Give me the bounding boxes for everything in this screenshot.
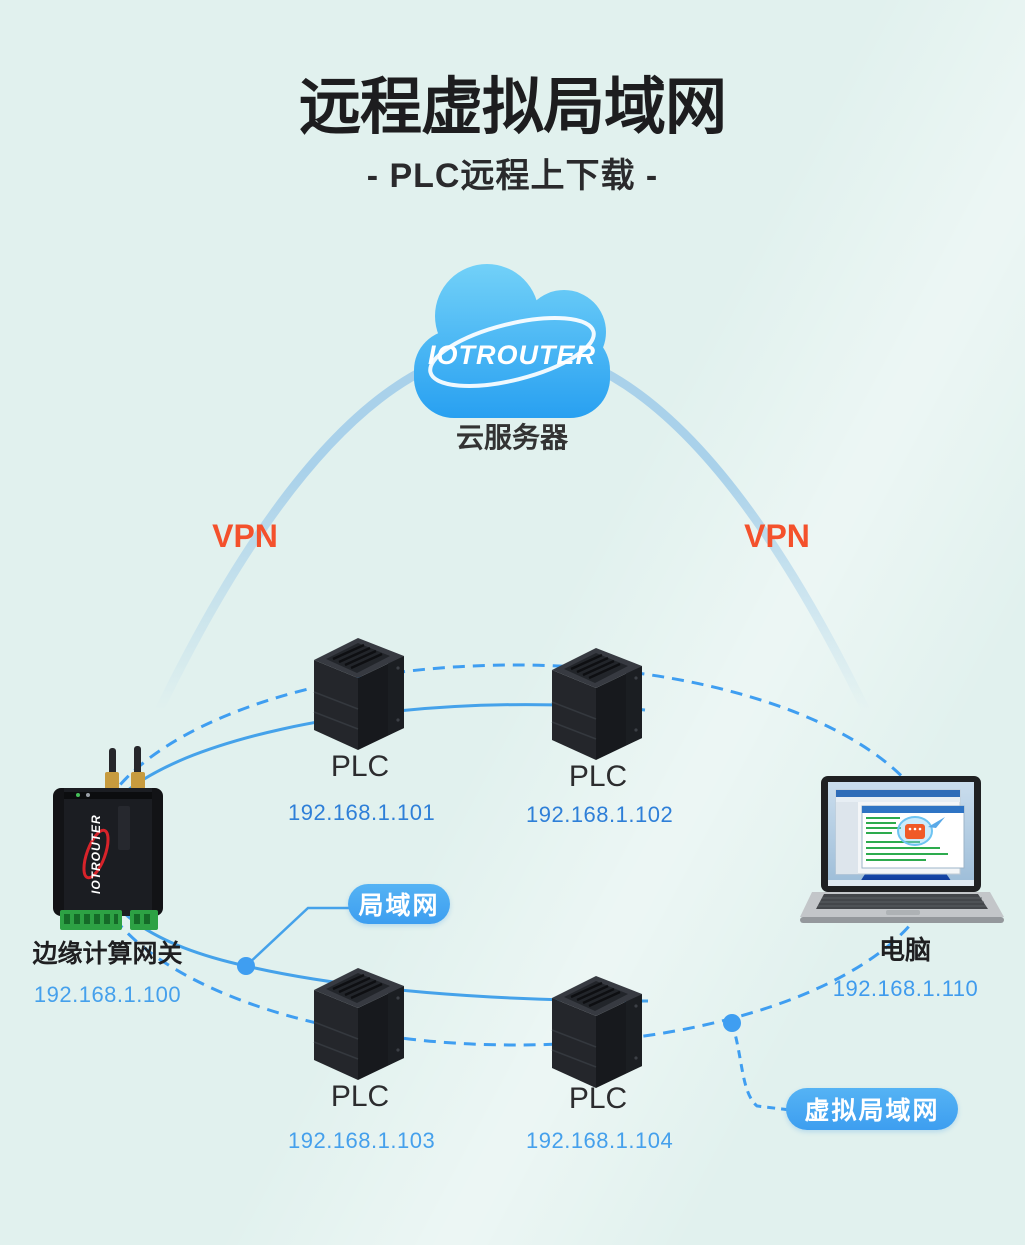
lan-badge: 局域网 bbox=[348, 884, 450, 924]
cloud-brand-text: IOTROUTER bbox=[428, 340, 596, 370]
gateway-label: 边缘计算网关 bbox=[32, 940, 183, 968]
plc-device-icon-1 bbox=[300, 626, 420, 761]
computer-label: 电脑 bbox=[878, 935, 931, 965]
page-subtitle: - PLC远程上下载 - bbox=[366, 157, 659, 195]
plc-ip-2: 192.168.1.102 bbox=[526, 802, 674, 827]
plc-device-icon-3 bbox=[300, 956, 420, 1091]
vlan-badge-connector bbox=[730, 1022, 791, 1112]
plc-device-icon-4 bbox=[538, 964, 658, 1099]
plc-ip-1: 192.168.1.101 bbox=[288, 800, 436, 825]
vpn-label-right: VPN bbox=[744, 518, 810, 554]
plc-ip-4: 192.168.1.104 bbox=[526, 1128, 674, 1153]
cloud-server-icon: IOTROUTER bbox=[392, 252, 632, 426]
gateway-device-icon: IOTROUTER bbox=[48, 742, 170, 934]
lan-badge-connector bbox=[245, 906, 352, 967]
vpn-label-left: VPN bbox=[212, 518, 278, 554]
plc-label-2: PLC bbox=[568, 760, 628, 793]
plc-label-3: PLC bbox=[330, 1080, 390, 1113]
plc-device-icon-2 bbox=[538, 636, 658, 771]
plc-label-1: PLC bbox=[330, 750, 390, 783]
gateway-ip: 192.168.1.100 bbox=[33, 982, 182, 1007]
cloud-swoosh-ring bbox=[428, 316, 596, 388]
svg-text:IOTROUTER: IOTROUTER bbox=[89, 814, 103, 894]
vlan-junction-dot bbox=[723, 1014, 741, 1032]
vlan-badge: 虚拟局域网 bbox=[786, 1088, 958, 1130]
plc-label-4: PLC bbox=[568, 1082, 628, 1115]
lan-junction-dot bbox=[237, 957, 255, 975]
cloud-server-label: 云服务器 bbox=[455, 422, 568, 453]
laptop-icon bbox=[800, 776, 1012, 931]
page-title: 远程虚拟局域网 bbox=[298, 73, 727, 142]
plc-ip-3: 192.168.1.103 bbox=[288, 1128, 436, 1153]
computer-ip: 192.168.1.110 bbox=[832, 976, 979, 1001]
